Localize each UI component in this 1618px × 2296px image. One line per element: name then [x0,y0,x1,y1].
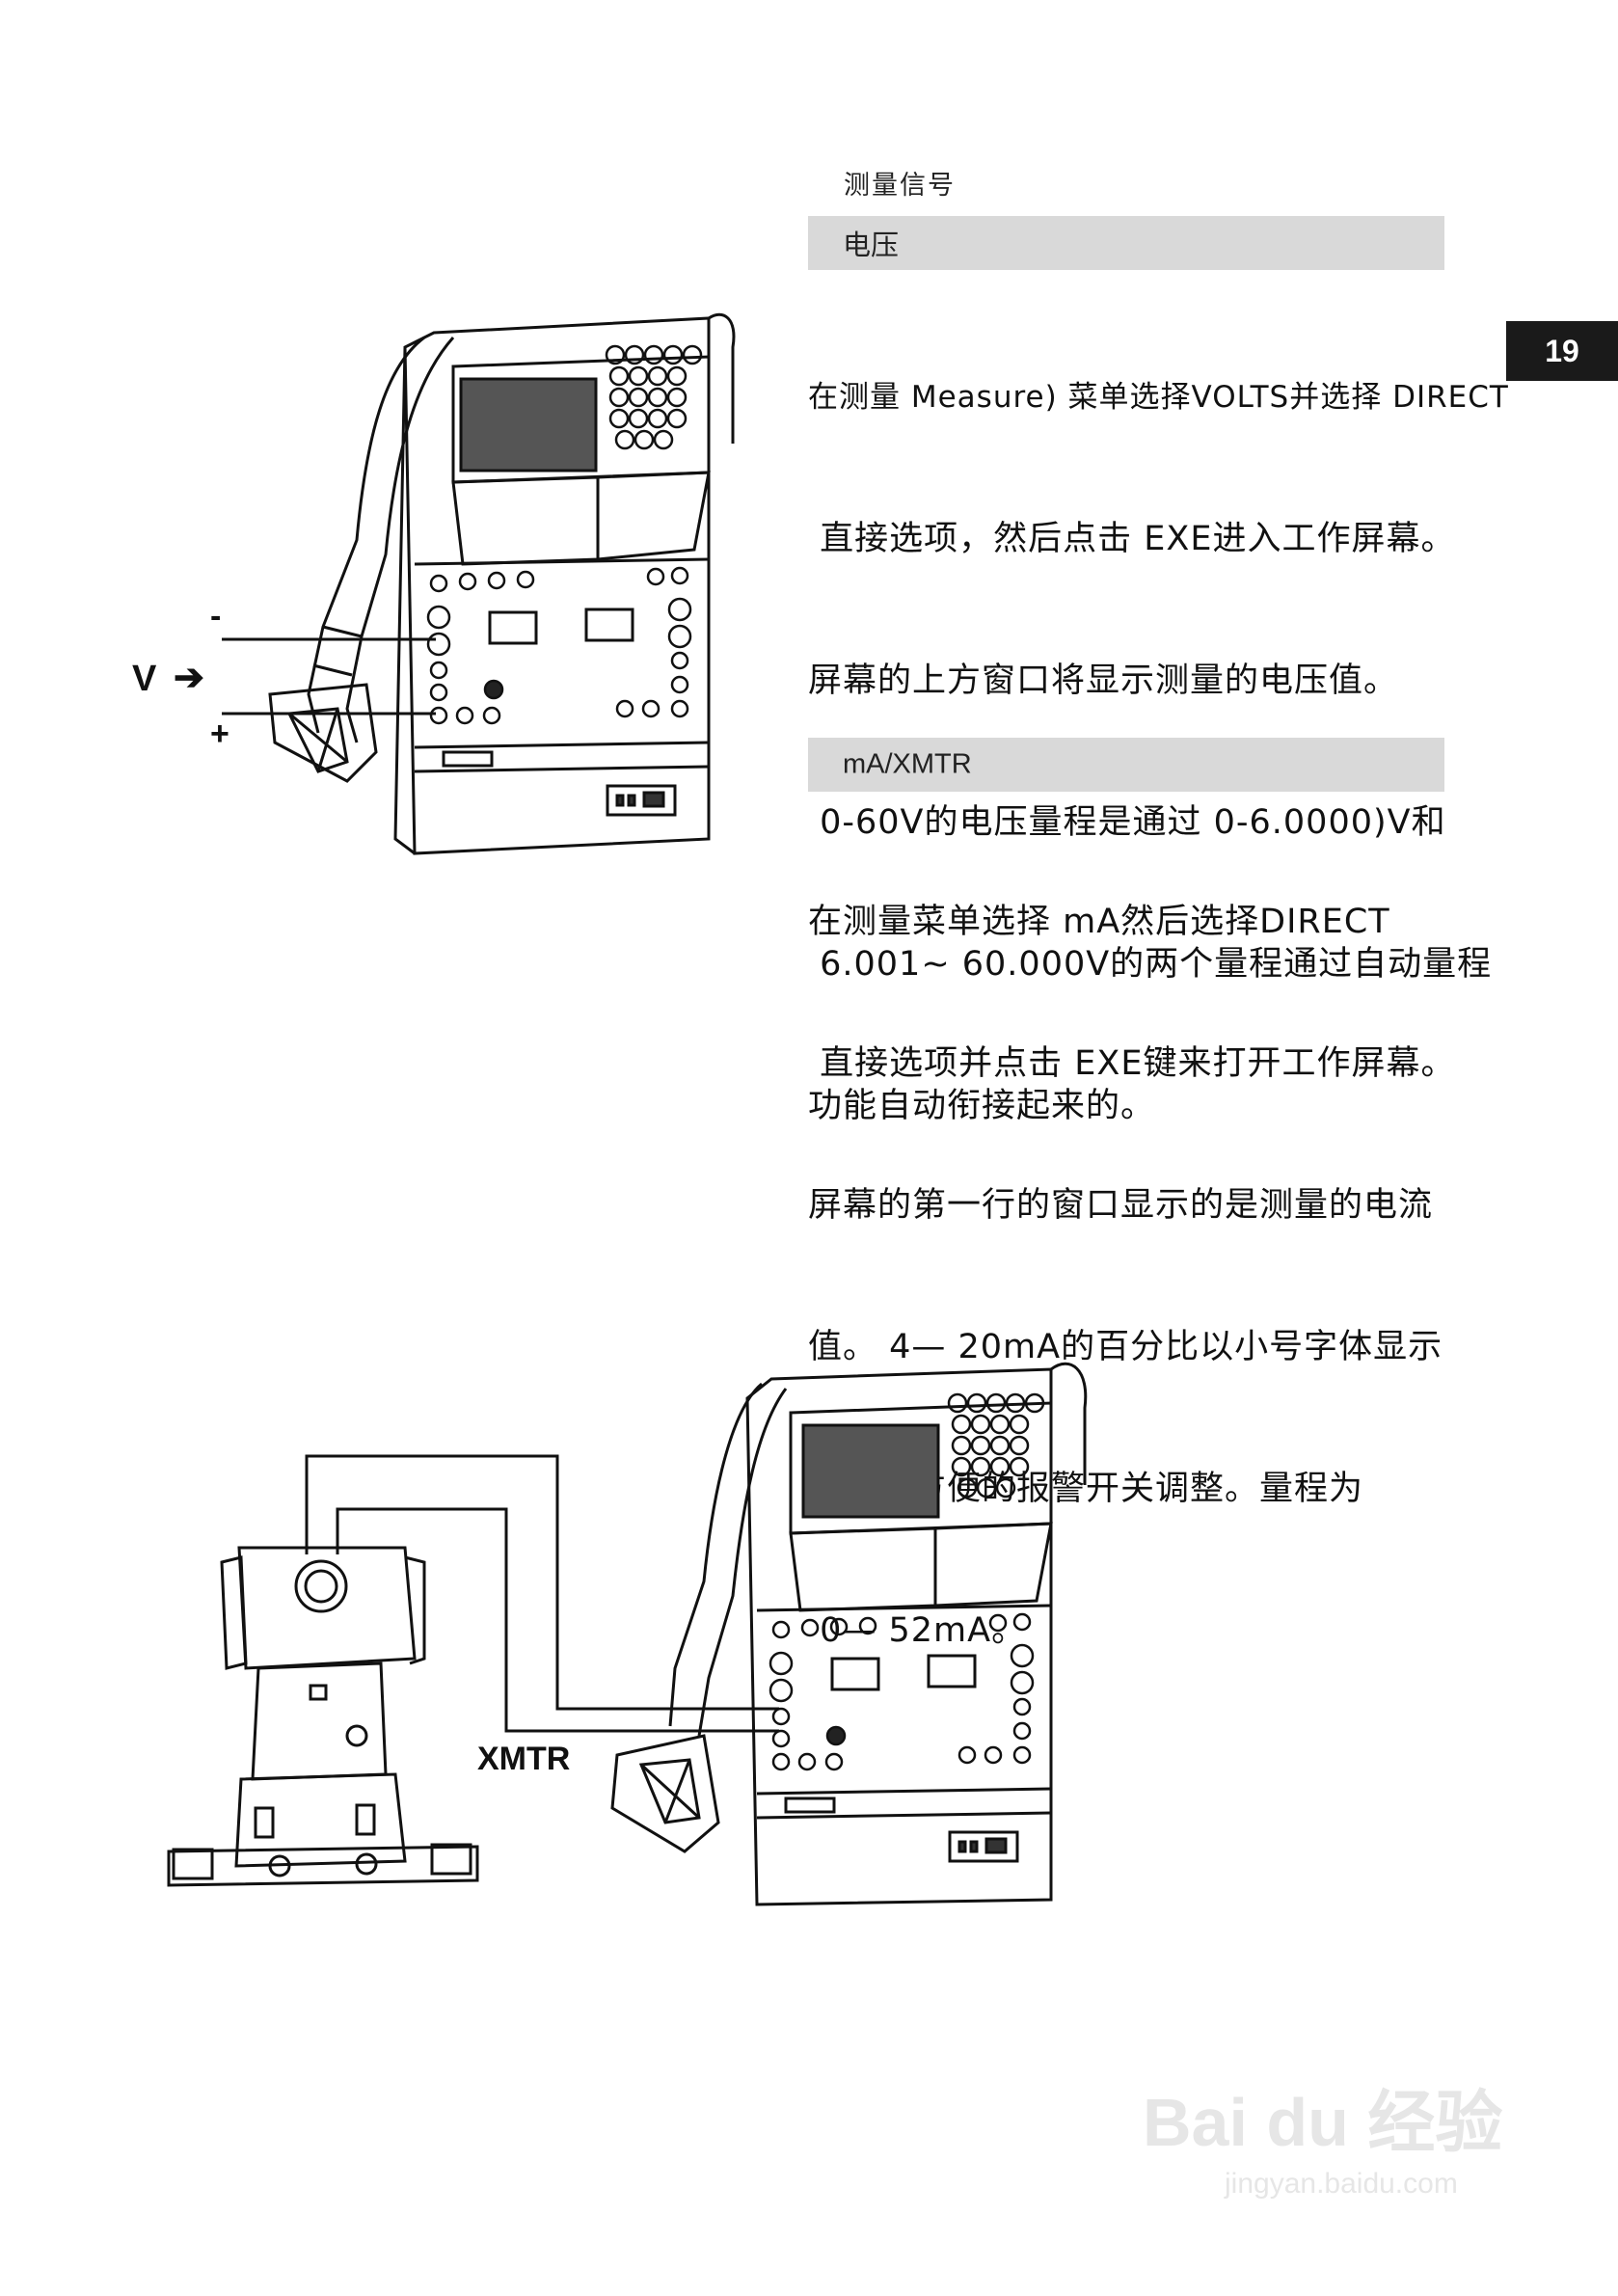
voltage-title-bar: 电压 [808,216,1444,270]
voltage-line: 屏幕的上方窗口将显示测量的电压值。 [808,662,1399,700]
plus-label: + [210,716,229,752]
arrow-right-icon: ➔ [174,658,204,698]
voltage-title: 电压 [843,229,900,261]
minus-label: - [210,598,222,635]
ma-title: mA/XMTR [843,748,972,780]
watermark-brand: Bai du 经验 [1143,2085,1503,2160]
voltage-line: 在测量 Measure) 菜单选择VOLTS并选择 DIRECT [808,380,1509,415]
ma-line: 在测量菜单选择 mA然后选择DIRECT [808,903,1390,941]
voltage-line: 0-60V的电压量程是通过 0-6.0000)V和 [808,803,1446,842]
xmtr-label: XMTR [477,1741,571,1777]
page-number-tab: 19 [1506,321,1618,381]
voltage-line: 直接选项，然后点击 EXE进入工作屏幕。 [808,520,1456,558]
ma-title-bar: mA/XMTR [808,738,1444,792]
section-label: 测量信号 [844,171,956,201]
watermark-url: jingyan.baidu.com [1225,2168,1458,2200]
signal-v-label: V [132,659,157,699]
ma-description: 在测量菜单选择 mA然后选择DIRECT 直接选项并点击 EXE键来打开工作屏幕… [808,804,1455,1702]
ma-line: 屏幕的第一行的窗口显示的是测量的电流 [808,1186,1434,1225]
ma-line: 值。 4— 20mA的百分比以小号字体显示 [808,1328,1443,1366]
voltage-line: 6.001~ 60.000V的两个量程通过自动量程 [808,945,1493,984]
voltage-line: 功能自动衔接起来的。 [808,1087,1156,1125]
ma-line: 直接选项并点击 EXE键来打开工作屏幕。 [808,1044,1456,1083]
voltage-description: 在测量 Measure) 菜单选择VOLTS并选择 DIRECT 直接选项，然后… [808,280,1509,1177]
